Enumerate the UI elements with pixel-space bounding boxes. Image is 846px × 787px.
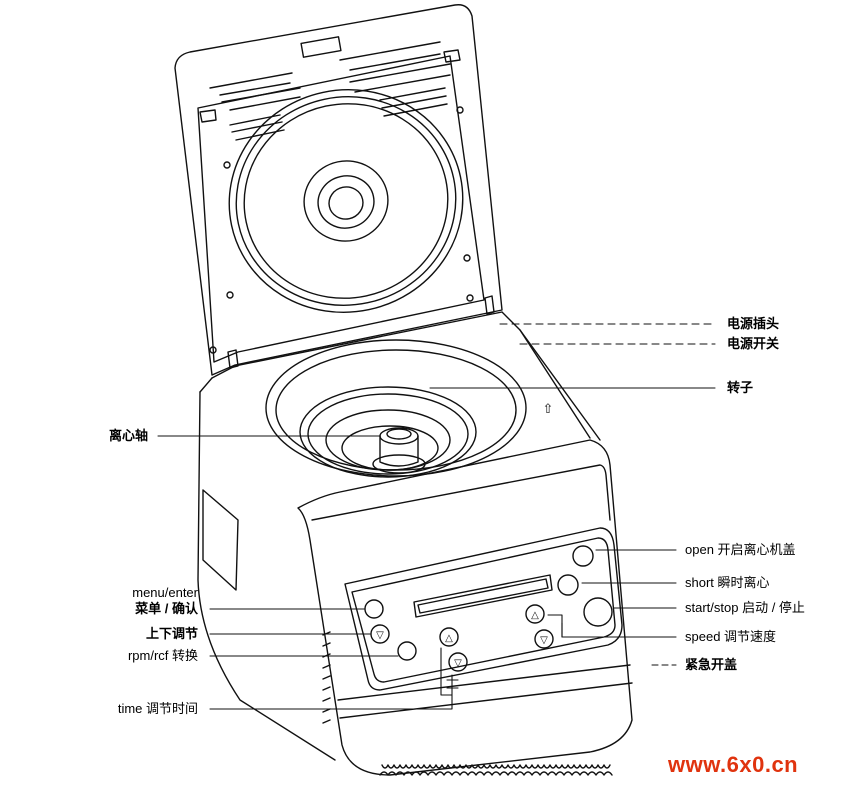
menu-enter-button[interactable] [364,599,384,619]
label-open: open 开启离心机盖 [685,542,796,557]
triangle-up-icon: △ [531,610,539,621]
label-time: time 调节时间 [117,701,198,716]
time-up-button[interactable] [439,627,459,647]
label-menu-enter-cn: 菜单 / 确认 [135,601,198,616]
triangle-down-icon: ▽ [454,658,462,669]
triangle-up-icon: △ [445,633,453,644]
label-emergency: 紧急开盖 [685,657,738,672]
triangle-down-icon: ▽ [540,635,548,646]
arrow-up-icon: ⇧ [543,402,554,417]
time-down-button[interactable] [448,652,468,672]
buttons [364,545,613,672]
label-rotor: 转子 [727,380,754,395]
body [197,311,633,776]
speed-up-button[interactable] [525,604,545,624]
watermark: www.6x0.cn [668,752,799,777]
label-power-switch: 电源开关 [727,336,780,351]
leader-lines [157,323,716,710]
lid [174,4,503,376]
label-power-plug: 电源插头 [727,316,780,331]
label-start-stop: start/stop 启动 / 停止 [685,600,805,615]
label-menu-enter-en: menu/enter [132,585,198,600]
start-stop-button[interactable] [583,597,613,627]
label-spindle: 离心轴 [109,428,149,443]
triangle-down-icon: ▽ [376,630,384,641]
up-down-button[interactable] [370,624,390,644]
rpm-rcf-button[interactable] [397,641,417,661]
label-short: short 瞬时离心 [685,575,770,590]
short-button[interactable] [557,574,579,596]
label-rpm-rcf: rpm/rcf 转换 [127,648,198,663]
label-speed: speed 调节速度 [685,629,777,644]
speed-down-button[interactable] [534,629,554,649]
open-button[interactable] [572,545,594,567]
label-up-down: 上下调节 [145,626,198,641]
